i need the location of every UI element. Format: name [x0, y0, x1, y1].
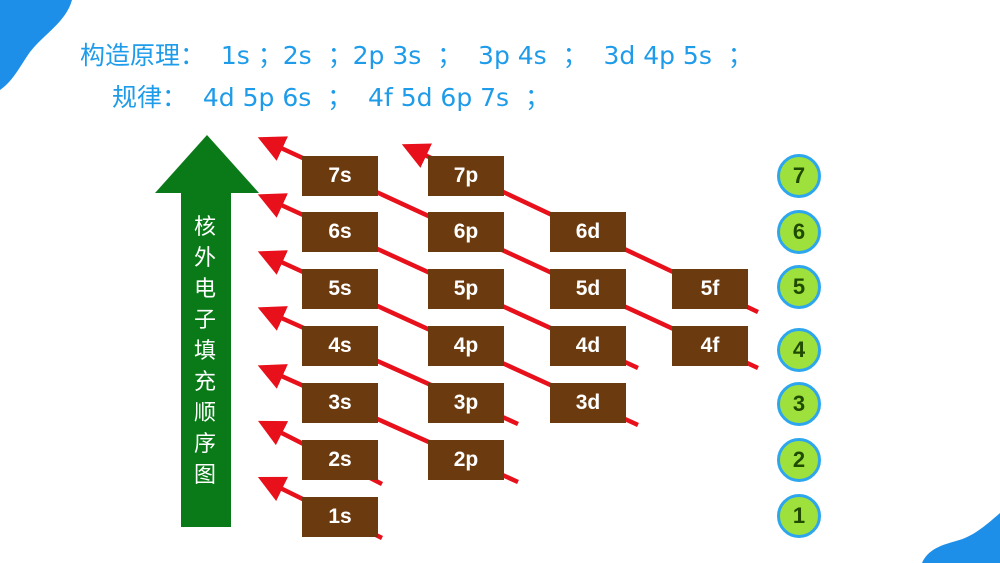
orbital-3p: 3p — [428, 383, 504, 423]
rule-line-2: 规律： 4d 5p 6s ； 4f 5d 6p 7s ； — [112, 83, 550, 112]
corner-decoration-top-left — [0, 0, 72, 90]
orbital-3s: 3s — [302, 383, 378, 423]
orbital-4p: 4p — [428, 326, 504, 366]
orbital-3d: 3d — [550, 383, 626, 423]
orbital-6s: 6s — [302, 212, 378, 252]
orbital-7p: 7p — [428, 156, 504, 196]
shell-4-badge: 4 — [777, 328, 821, 372]
shell-5-badge: 5 — [777, 265, 821, 309]
orbital-4f: 4f — [672, 326, 748, 366]
orbital-6p: 6p — [428, 212, 504, 252]
shell-1-badge: 1 — [777, 494, 821, 538]
corner-decoration-bottom-right — [922, 513, 1000, 563]
shell-6-badge: 6 — [777, 210, 821, 254]
orbital-2s: 2s — [302, 440, 378, 480]
orbital-1s: 1s — [302, 497, 378, 537]
orbital-5p: 5p — [428, 269, 504, 309]
orbital-7s: 7s — [302, 156, 378, 196]
fill-order-up-arrow — [155, 135, 259, 527]
orbital-4d: 4d — [550, 326, 626, 366]
orbital-6d: 6d — [550, 212, 626, 252]
orbital-2p: 2p — [428, 440, 504, 480]
orbital-4s: 4s — [302, 326, 378, 366]
rule-line-1: 构造原理： 1s ；2s ；2p 3s ； 3p 4s ； 3d 4p 5s ； — [80, 41, 753, 70]
shell-2-badge: 2 — [777, 438, 821, 482]
fill-order-label: 核外电子填充顺序图 — [193, 215, 216, 488]
shell-3-badge: 3 — [777, 382, 821, 426]
orbital-5s: 5s — [302, 269, 378, 309]
shell-7-badge: 7 — [777, 154, 821, 198]
orbital-5f: 5f — [672, 269, 748, 309]
orbital-5d: 5d — [550, 269, 626, 309]
